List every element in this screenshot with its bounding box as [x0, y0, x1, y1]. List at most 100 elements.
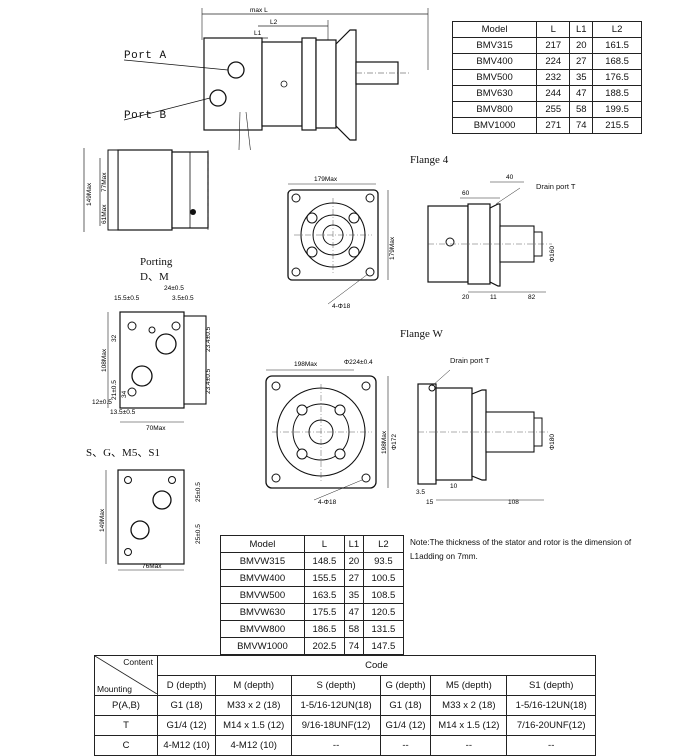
cell: 7/16-20UNF(12)	[506, 715, 596, 736]
cell: G1/4 (12)	[156, 715, 217, 736]
cell: M14 x 1.5 (12)	[430, 715, 508, 736]
dim-32: 32	[111, 334, 118, 342]
flangew-side-view: 3.5 10 15 108 Φ180	[416, 369, 556, 506]
cell: BMV630	[451, 85, 538, 102]
table-header-row: Model L L1 L2	[220, 535, 405, 553]
porting-dm-title-2: D、M	[140, 271, 169, 283]
cell: 217	[536, 37, 571, 54]
header-l2: L2	[592, 21, 642, 38]
cell: 188.5	[592, 85, 642, 102]
motor-side-view: 149Max 77Max 61Max	[83, 148, 209, 232]
cell: G1/4 (12)	[379, 715, 432, 736]
dim-149: 149Max	[99, 508, 106, 532]
cell: 175.5	[303, 603, 346, 621]
dim-198max: 198Max	[294, 361, 318, 368]
cell: 147.5	[362, 637, 405, 655]
dim-76: 76Max	[142, 563, 162, 570]
cell: --	[379, 735, 432, 756]
cell: 120.5	[362, 603, 405, 621]
table-row: C 4-M12 (10) 4-M12 (10) -- -- -- --	[94, 735, 596, 756]
port-b-circle	[209, 89, 227, 107]
code-table: Content Mounting Code D (depth) M (depth…	[94, 655, 596, 756]
cell: 176.5	[592, 69, 642, 86]
table-corner-cell: Content Mounting	[94, 655, 158, 696]
cell: --	[430, 735, 508, 756]
header-d: D (depth)	[156, 675, 217, 696]
motor-stator	[261, 41, 303, 127]
cell: BMVW315	[220, 552, 305, 570]
dim-60: 60	[462, 190, 470, 197]
dim-82: 82	[528, 294, 536, 301]
dim-10: 10	[450, 483, 458, 490]
header-m: M (depth)	[215, 675, 293, 696]
corner-mounting: Mounting	[97, 684, 132, 694]
cell: 27	[344, 569, 364, 587]
cell: 9/16-18UNF(12)	[291, 715, 381, 736]
dia-180: Φ180	[549, 434, 556, 450]
cell: 4-M12 (10)	[215, 735, 293, 756]
header-s: S (depth)	[291, 675, 381, 696]
cell: BMV1000	[451, 117, 538, 134]
mount-label: P(A,B)	[94, 695, 158, 716]
flange4-side-view: 40 60 20 11 82 Φ160	[427, 174, 556, 301]
cell: 168.5	[592, 53, 642, 70]
motor-top-view: max L L2 L1	[123, 7, 429, 150]
cell: BMV400	[451, 53, 538, 70]
cell: 74	[569, 117, 594, 134]
cell: 27	[569, 53, 594, 70]
cell: M33 x 2 (18)	[430, 695, 508, 716]
cell: BMV500	[451, 69, 538, 86]
cell: BMVW400	[220, 569, 305, 587]
dim-25-b: 25±0.5	[195, 524, 202, 544]
flange4-holes: 4-Φ18	[332, 303, 351, 310]
header-s1: S1 (depth)	[506, 675, 596, 696]
cell: BMVW630	[220, 603, 305, 621]
cell: 1-5/16-12UN(18)	[291, 695, 381, 716]
cell: 202.5	[303, 637, 346, 655]
mount-label: C	[94, 735, 158, 756]
flange4-title: Flange 4	[410, 154, 449, 166]
header-model: Model	[451, 21, 538, 38]
dia-172: Φ172	[391, 434, 398, 450]
table-row: T G1/4 (12) M14 x 1.5 (12) 9/16-18UNF(12…	[94, 715, 596, 736]
dim-20: 20	[462, 294, 470, 301]
cell: 35	[344, 586, 364, 604]
dia-160: Φ160	[549, 246, 556, 262]
cell: 100.5	[362, 569, 405, 587]
flangew-title: Flange W	[400, 328, 443, 340]
dim-l2: L2	[270, 19, 278, 26]
flangew-holes: 4-Φ18	[318, 499, 337, 506]
cell: 215.5	[592, 117, 642, 134]
cell: 93.5	[362, 552, 405, 570]
cell: 255	[536, 101, 571, 118]
cell: M14 x 1.5 (12)	[215, 715, 293, 736]
dim-77max: 77Max	[101, 172, 108, 192]
dim-11: 11	[490, 294, 497, 301]
cell: 4-M12 (10)	[156, 735, 217, 756]
cell: G1 (18)	[156, 695, 217, 716]
corner-content: Content	[123, 657, 153, 667]
header-l2: L2	[362, 535, 405, 553]
dim-l1: L1	[254, 30, 262, 37]
dim-25-a: 25±0.5	[195, 482, 202, 502]
cell: 47	[569, 85, 594, 102]
dim-24: 24±0.5	[164, 285, 184, 292]
cell: 35	[569, 69, 594, 86]
flange4-drain-label: Drain port T	[536, 182, 576, 191]
cell: 224	[536, 53, 571, 70]
cell: 161.5	[592, 37, 642, 54]
cell: 163.5	[303, 586, 346, 604]
header-g: G (depth)	[379, 675, 432, 696]
cell: 20	[344, 552, 364, 570]
dim-21: 21±0.5	[111, 380, 118, 400]
header-l: L	[303, 535, 346, 553]
